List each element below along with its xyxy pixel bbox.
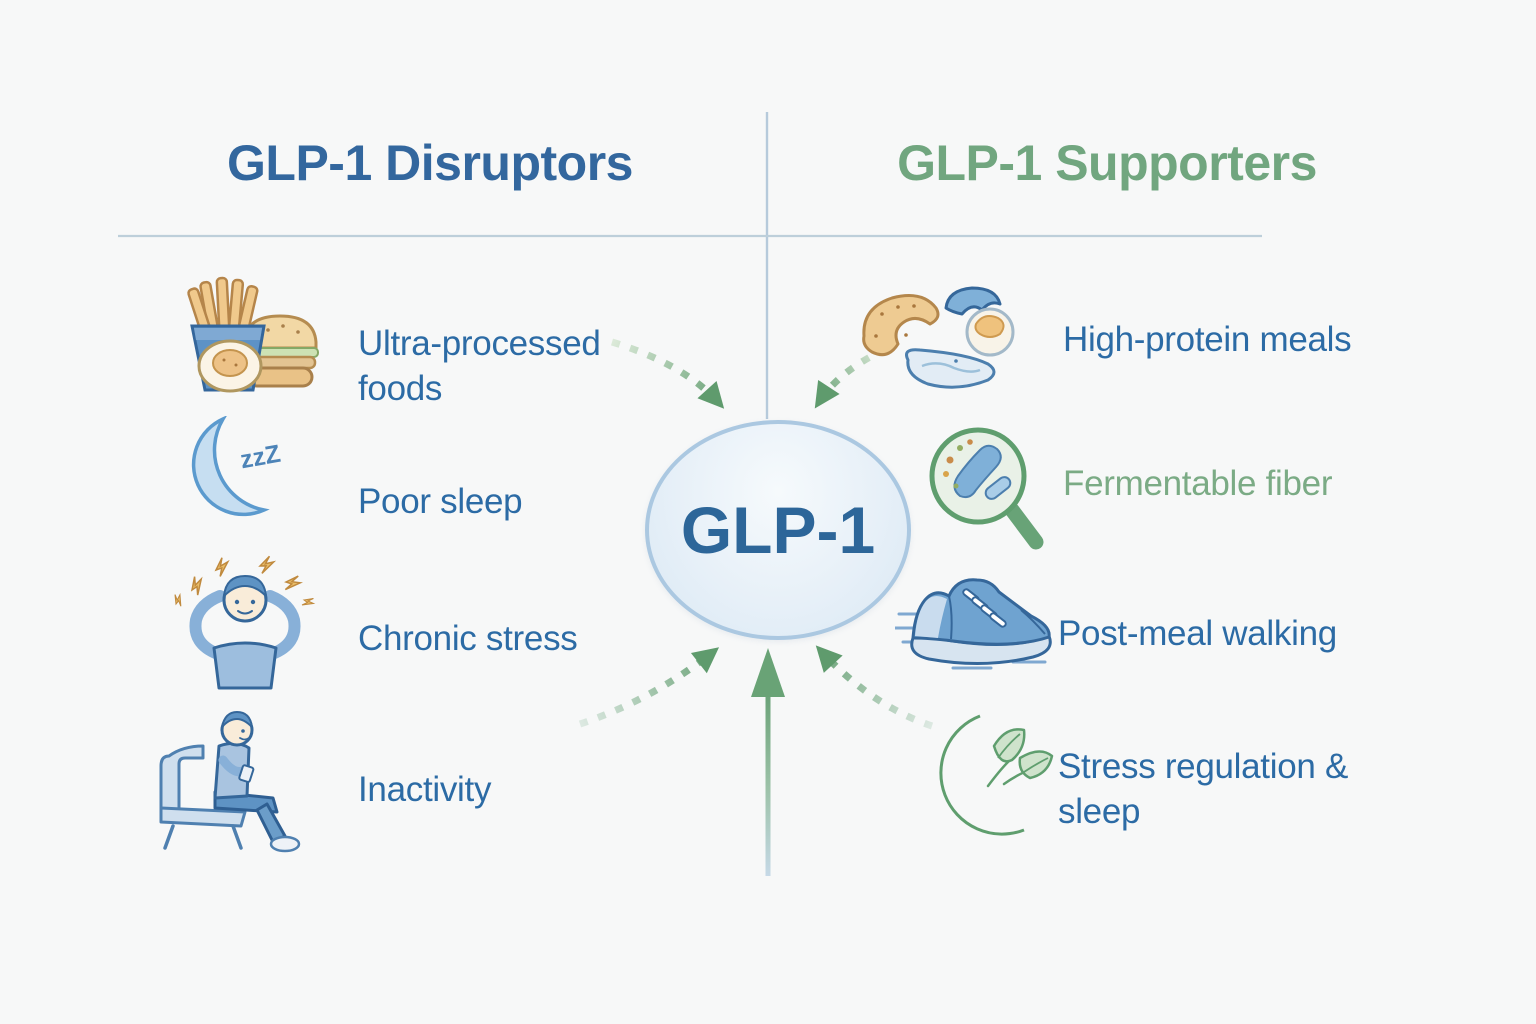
fast-food-icon (187, 276, 319, 393)
zzz-text: zzZ (238, 440, 283, 475)
dashed-arrow-bottom-left (578, 647, 720, 728)
supporters-title: GLP-1 Supporters (897, 135, 1317, 191)
disruptor-label-poor-sleep: Poor sleep (358, 482, 523, 521)
supporter-label-high-protein-meals: High-protein meals (1063, 320, 1352, 359)
moon-zzz-icon: zzZ (191, 416, 283, 517)
moon-leaves-icon (939, 714, 1054, 836)
person-sitting-icon (159, 710, 301, 853)
disruptor-label-ultra-processed-foods: Ultra-processed foods (358, 324, 601, 408)
disruptor-label-chronic-stress: Chronic stress (358, 619, 578, 658)
supporter-label-fermentable-fiber: Fermentable fiber (1063, 464, 1333, 503)
running-shoe-icon (895, 578, 1052, 670)
disruptors-title: GLP-1 Disruptors (227, 135, 633, 191)
solid-up-arrow (751, 648, 785, 876)
protein-foods-icon (862, 286, 1015, 389)
supporter-label-stress-regulation-sleep: Stress regulation & sleep (1058, 747, 1349, 831)
stressed-person-icon (174, 555, 316, 690)
glp1-center-label: GLP-1 (680, 493, 876, 567)
glp1-center-node: GLP-1 (645, 420, 911, 640)
disruptor-label-inactivity: Inactivity (358, 770, 492, 809)
supporter-label-post-meal-walking: Post-meal walking (1058, 614, 1337, 653)
microbiome-magnifier-icon (929, 427, 1044, 550)
